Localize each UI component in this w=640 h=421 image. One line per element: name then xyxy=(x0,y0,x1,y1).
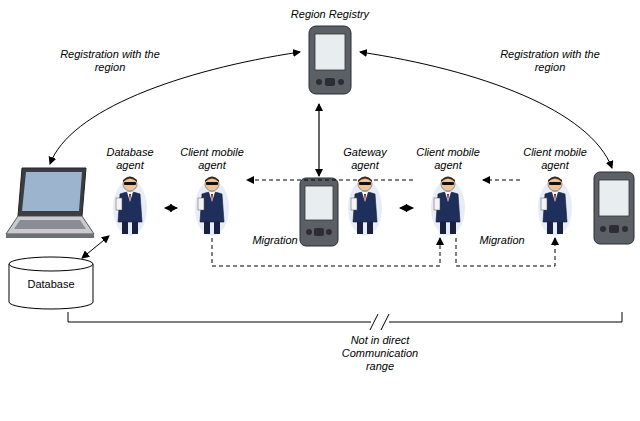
free-label: Registration with the region xyxy=(495,48,605,74)
agent-figure xyxy=(537,176,573,236)
agent-node: Database agent xyxy=(95,146,165,236)
agent-figure xyxy=(112,176,148,236)
migration-arrow xyxy=(483,180,520,181)
node-label: Gateway agent xyxy=(330,146,400,172)
free-label: Registration with the region xyxy=(55,48,165,74)
registry-device: Region Registry xyxy=(270,8,390,95)
agent-figure xyxy=(194,176,230,236)
node-label: Client mobile agent xyxy=(520,146,590,172)
node-label: Client mobile agent xyxy=(177,146,247,172)
pda-icon xyxy=(594,172,634,244)
database-cylinder: Database xyxy=(8,256,94,310)
free-label: Not in direct Communication range xyxy=(334,334,426,373)
migration-arrow xyxy=(247,180,413,181)
node-label: Client mobile agent xyxy=(413,146,483,172)
agent-figure xyxy=(430,176,466,236)
communication-arrow xyxy=(400,208,413,209)
agent-node: Client mobile agent xyxy=(177,146,247,236)
registration-arrow xyxy=(318,104,319,176)
agent-node: Client mobile agent xyxy=(520,146,590,236)
communication-arrow xyxy=(82,236,109,258)
communication-arrow xyxy=(165,208,177,209)
range-bracket xyxy=(68,312,622,330)
agent-figure xyxy=(347,176,383,236)
node-label: Database agent xyxy=(95,146,165,172)
laptop-icon xyxy=(6,168,94,238)
agent-node: Client mobile agent xyxy=(413,146,483,236)
node-label: Database xyxy=(8,256,94,291)
migration-arrow xyxy=(212,238,440,266)
agent-node: Gateway agent xyxy=(330,146,400,236)
free-label: Migration xyxy=(243,234,307,247)
pda-icon xyxy=(300,178,338,246)
free-label: Migration xyxy=(470,234,534,247)
node-label: Region Registry xyxy=(270,8,390,21)
pda-icon xyxy=(307,25,353,95)
registration-arrow xyxy=(50,52,300,164)
